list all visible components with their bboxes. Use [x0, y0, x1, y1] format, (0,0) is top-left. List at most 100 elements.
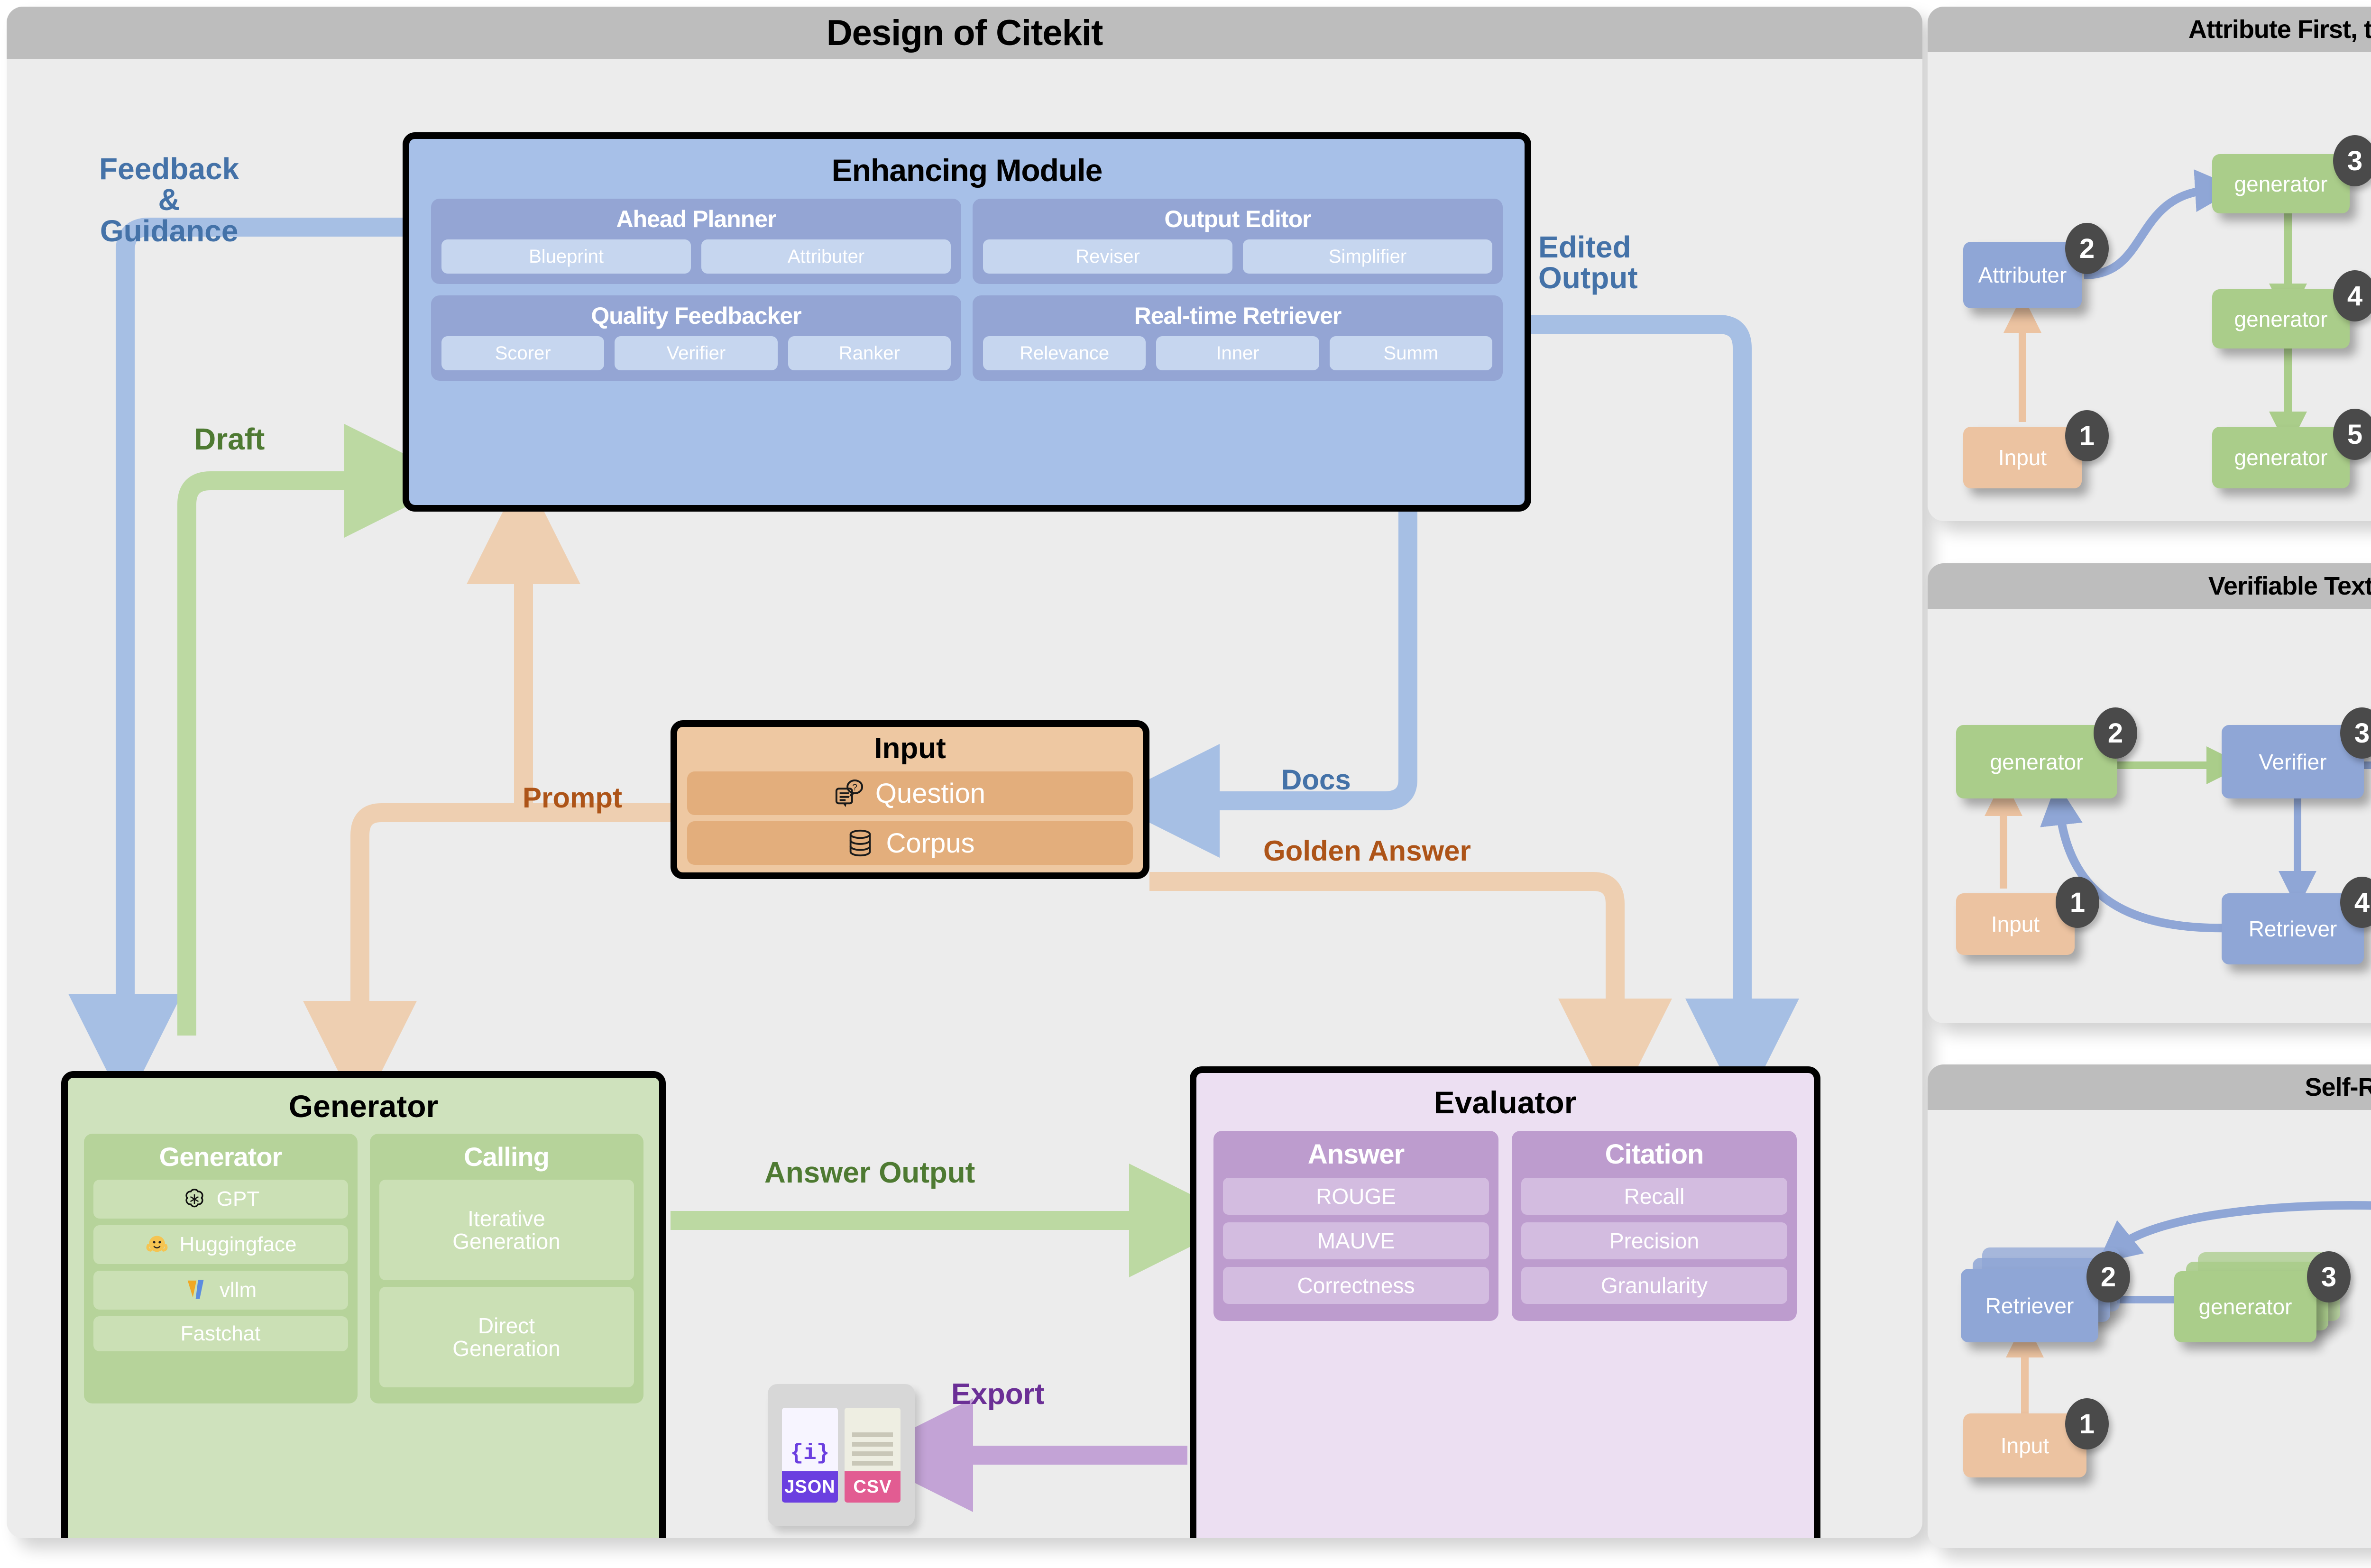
feedback-guidance-label: Feedback & Guidance	[99, 152, 239, 248]
generator-block[interactable]: Generator Generator GPT Huggingface	[61, 1071, 666, 1538]
group-calling[interactable]: Calling Iterative Generation Direct Gene…	[369, 1134, 643, 1403]
vllm-icon	[184, 1277, 210, 1303]
badge-1: 1	[2065, 1398, 2109, 1449]
chip-label: Iterative Generation	[452, 1206, 561, 1254]
docs-label: Docs	[1281, 764, 1351, 796]
group-answer-metrics[interactable]: Answer ROUGE MAUVE Correctness	[1213, 1131, 1498, 1321]
page-title: Design of Citekit	[7, 7, 1922, 59]
group-title: Output Editor	[1164, 206, 1311, 232]
chip-recall[interactable]: Recall	[1521, 1178, 1787, 1215]
node-generator-3[interactable]: generator	[2212, 154, 2350, 213]
input-row-label: Question	[875, 778, 986, 809]
enhancing-module-block[interactable]: Enhancing Module Ahead Planner Blueprint…	[403, 132, 1531, 512]
export-label: Export	[951, 1378, 1045, 1411]
badge-3: 3	[2340, 707, 2371, 759]
badge-1: 1	[2056, 877, 2099, 928]
node-generator[interactable]: generator	[1956, 725, 2117, 798]
card-title: Verifiable Text Generation	[1928, 563, 2371, 609]
chip-precision[interactable]: Precision	[1521, 1222, 1787, 1259]
card-title: Self-RAG	[1928, 1064, 2371, 1110]
chip-direct-generation[interactable]: Direct Generation	[379, 1287, 634, 1387]
badge-3: 3	[2333, 135, 2371, 186]
group-ahead-planner[interactable]: Ahead Planner Blueprint Attributer	[431, 199, 961, 284]
badge-4: 4	[2340, 877, 2371, 928]
main-panel: Design of Citekit	[7, 7, 1922, 1538]
chip-correctness[interactable]: Correctness	[1223, 1267, 1489, 1304]
generator-title: Generator	[288, 1089, 439, 1124]
chip-verifier[interactable]: Verifier	[615, 336, 778, 370]
chip-simplifier[interactable]: Simplifier	[1243, 239, 1492, 274]
evaluator-block[interactable]: Evaluator Answer ROUGE MAUVE Correctness…	[1190, 1066, 1820, 1538]
json-glyph: {i}	[790, 1441, 830, 1466]
group-title: Citation	[1605, 1139, 1704, 1170]
chip-relevance[interactable]: Relevance	[983, 336, 1146, 370]
openai-icon	[182, 1186, 207, 1212]
group-output-editor[interactable]: Output Editor Reviser Simplifier	[973, 199, 1503, 284]
chip-label: vllm	[219, 1278, 257, 1302]
evaluator-title: Evaluator	[1434, 1085, 1577, 1120]
chip-iterative-generation[interactable]: Iterative Generation	[379, 1180, 634, 1280]
card-diagram: Input Attributer generator generator gen…	[1928, 52, 2371, 521]
input-row-corpus[interactable]: Corpus	[687, 821, 1133, 865]
card-diagram: Input generator Verifier Retriever simpl…	[1928, 609, 2371, 1023]
group-title: Real-time Retriever	[1134, 303, 1342, 329]
node-input[interactable]: Input	[1963, 427, 2082, 488]
chip-fastchat[interactable]: Fastchat	[93, 1316, 348, 1352]
export-files-icon[interactable]: {i} JSON CSV	[768, 1384, 915, 1526]
question-chat-icon: ?	[835, 779, 864, 808]
chip-gpt[interactable]: GPT	[93, 1180, 348, 1219]
chip-rouge[interactable]: ROUGE	[1223, 1178, 1489, 1215]
huggingface-icon	[144, 1232, 170, 1257]
chip-ranker[interactable]: Ranker	[788, 336, 951, 370]
card-attribute-first-then-generate: Attribute First, then Generate Input Att…	[1928, 7, 2371, 521]
card-verifiable-text-generation: Verifiable Text Generation Input generat…	[1928, 563, 2371, 1023]
input-row-label: Corpus	[886, 827, 975, 859]
group-title: Calling	[464, 1142, 550, 1172]
chip-scorer[interactable]: Scorer	[441, 336, 605, 370]
node-input[interactable]: Input	[1956, 893, 2075, 955]
group-generator-models[interactable]: Generator GPT Huggingface	[83, 1134, 358, 1403]
golden-answer-label: Golden Answer	[1263, 835, 1471, 867]
badge-2: 2	[2065, 223, 2109, 274]
svg-text:?: ?	[852, 782, 857, 793]
node-generator-5[interactable]: generator	[2212, 427, 2350, 488]
node-retriever[interactable]: Retriever	[1961, 1269, 2098, 1342]
draft-label: Draft	[194, 422, 265, 456]
group-citation-metrics[interactable]: Citation Recall Precision Granularity	[1512, 1131, 1797, 1321]
chip-granularity[interactable]: Granularity	[1521, 1267, 1787, 1304]
database-icon	[845, 828, 875, 858]
chip-label: GPT	[216, 1187, 260, 1210]
enhancing-module-title: Enhancing Module	[831, 153, 1103, 188]
group-realtime-retriever[interactable]: Real-time Retriever Relevance Inner Summ	[973, 295, 1503, 381]
chip-reviser[interactable]: Reviser	[983, 239, 1232, 274]
chip-label: Fastchat	[180, 1322, 261, 1345]
node-generator[interactable]: generator	[2174, 1271, 2316, 1342]
badge-2: 2	[2094, 707, 2137, 759]
csv-label: CSV	[845, 1471, 901, 1503]
group-title: Quality Feedbacker	[591, 303, 801, 329]
chip-huggingface[interactable]: Huggingface	[93, 1225, 348, 1264]
input-title: Input	[874, 732, 946, 765]
chip-mauve[interactable]: MAUVE	[1223, 1222, 1489, 1259]
chip-summ[interactable]: Summ	[1329, 336, 1492, 370]
chip-attributer[interactable]: Attributer	[701, 239, 951, 274]
edited-output-label: Edited Output	[1538, 230, 1638, 295]
badge-4: 4	[2333, 270, 2371, 321]
node-generator-4[interactable]: generator	[2212, 289, 2350, 348]
chip-vllm[interactable]: vllm	[93, 1271, 348, 1310]
badge-1: 1	[2065, 410, 2109, 461]
node-attributer[interactable]: Attributer	[1963, 242, 2082, 308]
csv-table-glyph	[852, 1432, 893, 1467]
input-block[interactable]: Input ? Question Corpus	[671, 720, 1149, 879]
badge-2: 2	[2086, 1251, 2130, 1302]
chip-blueprint[interactable]: Blueprint	[441, 239, 691, 274]
card-diagram: Input Retriever generator Reranker evalu…	[1928, 1110, 2371, 1548]
main-diagram-canvas: Feedback & Guidance Draft Edited Output …	[7, 59, 1922, 1538]
chip-inner[interactable]: Inner	[1156, 336, 1319, 370]
input-row-question[interactable]: ? Question	[687, 771, 1133, 815]
group-title: Ahead Planner	[616, 206, 776, 232]
group-title: Generator	[159, 1142, 283, 1172]
prompt-label: Prompt	[523, 782, 622, 814]
chip-label: Huggingface	[179, 1232, 297, 1256]
group-quality-feedbacker[interactable]: Quality Feedbacker Scorer Verifier Ranke…	[431, 295, 961, 381]
